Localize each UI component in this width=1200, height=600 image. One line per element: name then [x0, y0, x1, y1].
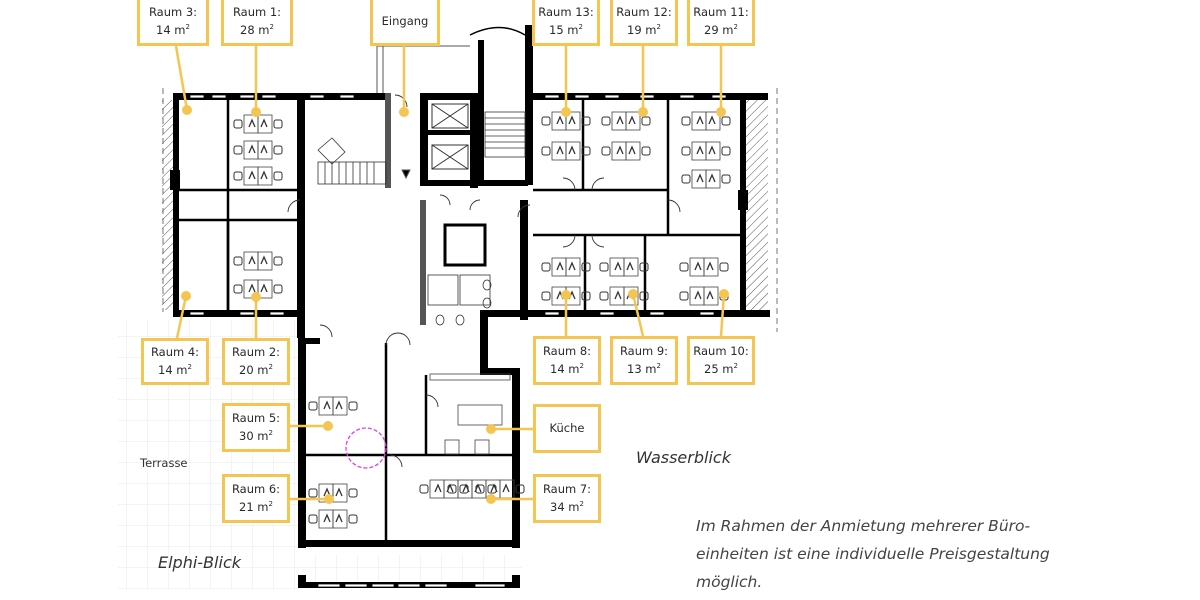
- pricing-note-line: möglich.: [696, 573, 763, 591]
- pricing-note-line: Im Rahmen der Anmietung mehrerer Büro-: [696, 517, 1031, 535]
- room-label-raum-6[interactable]: Raum 6: 21 m2: [222, 474, 290, 523]
- room-label-raum-4[interactable]: Raum 4: 14 m2: [141, 338, 209, 385]
- room-label-raum-7[interactable]: Raum 7: 34 m2: [533, 474, 601, 523]
- room-area: 34 m2: [550, 499, 584, 514]
- room-name: Raum 9:: [619, 344, 669, 359]
- room-area: 14 m2: [158, 362, 192, 377]
- furniture: [233, 111, 731, 529]
- room-label-raum-8[interactable]: Raum 8: 14 m2: [533, 336, 601, 385]
- terrace-label: Terrasse: [140, 456, 188, 470]
- room-label-raum-5[interactable]: Raum 5: 30 m2: [222, 403, 290, 452]
- room-area: 14 m2: [550, 361, 584, 376]
- elphi-view-label: Elphi-Blick: [158, 553, 241, 572]
- room-label-raum-3[interactable]: Raum 3: 14 m2: [137, 0, 209, 46]
- windows: [189, 94, 727, 588]
- water-view-label: Wasserblick: [636, 448, 731, 467]
- room-label-raum-12[interactable]: Raum 12: 19 m2: [610, 0, 678, 46]
- room-name: Raum 1:: [232, 5, 282, 20]
- room-area: 20 m2: [239, 362, 273, 377]
- room-name: Raum 8:: [542, 344, 592, 359]
- room-name: Raum 3:: [148, 5, 198, 20]
- room-area: 30 m2: [239, 428, 273, 443]
- partitions: [179, 100, 740, 545]
- room-label-raum-13[interactable]: Raum 13: 15 m2: [532, 0, 600, 46]
- restrooms: [427, 274, 492, 326]
- room-label-raum-2[interactable]: Raum 2: 20 m2: [222, 338, 290, 385]
- room-name: Raum 6:: [231, 482, 281, 497]
- room-area: 19 m2: [627, 22, 661, 37]
- room-area: 14 m2: [156, 22, 190, 37]
- room-area: 15 m2: [549, 22, 583, 37]
- room-name: Raum 2:: [231, 345, 281, 360]
- pricing-note: Im Rahmen der Anmietung mehrerer Büro- e…: [696, 512, 1056, 596]
- leader-lines: [174, 45, 726, 501]
- room-name: Eingang: [381, 14, 429, 28]
- leader-dots: [181, 105, 729, 504]
- room-area: 25 m2: [704, 361, 738, 376]
- room-label-raum-10[interactable]: Raum 10: 25 m2: [687, 336, 755, 385]
- room-area: 21 m2: [239, 499, 273, 514]
- room-label-raum-11[interactable]: Raum 11: 29 m2: [687, 0, 755, 46]
- room-area: 13 m2: [627, 361, 661, 376]
- staircase: [317, 111, 526, 185]
- room-name: Raum 12:: [616, 5, 672, 20]
- room-label-raum-9[interactable]: Raum 9: 13 m2: [610, 336, 678, 385]
- room-name: Raum 11:: [693, 5, 749, 20]
- room-label-raum-1[interactable]: Raum 1: 28 m2: [221, 0, 293, 46]
- room-name: Küche: [549, 421, 585, 435]
- room-label-eingang[interactable]: Eingang: [370, 0, 440, 46]
- room-name: Raum 5:: [231, 411, 281, 426]
- room-name: Raum 4:: [150, 345, 200, 360]
- room-name: Raum 10:: [693, 344, 749, 359]
- pricing-note-line: einheiten ist eine individuelle Preisges…: [696, 545, 1050, 563]
- elevators: [431, 103, 487, 267]
- room-area: 28 m2: [240, 22, 274, 37]
- highlight-marker: [345, 427, 387, 469]
- room-name: Raum 13:: [538, 5, 594, 20]
- doors: [287, 94, 681, 468]
- room-area: 29 m2: [704, 22, 738, 37]
- room-label-kueche[interactable]: Küche: [533, 404, 601, 453]
- entrance: [376, 26, 526, 180]
- room-name: Raum 7:: [542, 482, 592, 497]
